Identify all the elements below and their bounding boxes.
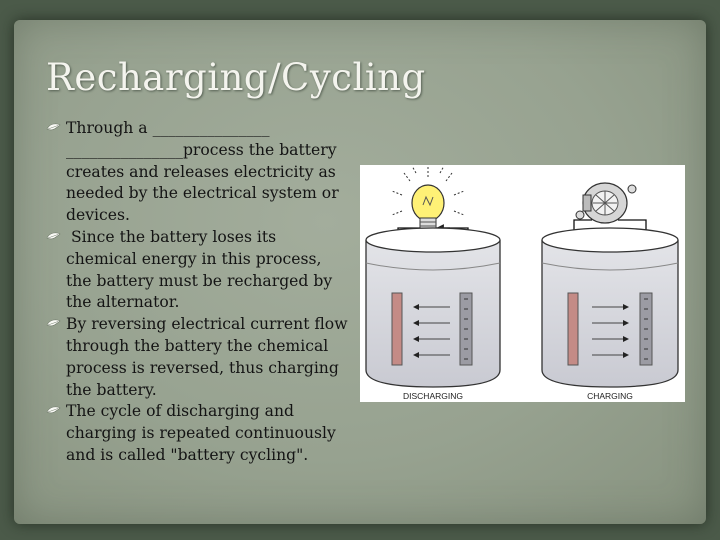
leaf-bullet-icon <box>46 406 61 414</box>
battery-diagram-svg: DISCHARGING <box>365 165 679 401</box>
alternator-icon <box>575 182 637 224</box>
discharging-cell: DISCHARGING <box>365 165 501 401</box>
leaf-bullet-icon <box>46 232 61 240</box>
charging-cell: CHARGING <box>541 182 679 401</box>
light-bulb-icon <box>411 184 445 233</box>
leaf-bullet-icon <box>46 123 61 131</box>
leaf-bullet-icon <box>46 319 61 327</box>
bullet-list: Through a _______________ ______________… <box>46 118 351 467</box>
bullet-item: By reversing electrical current flow thr… <box>46 314 351 401</box>
light-rays <box>391 165 465 216</box>
battery-diagram: DISCHARGING <box>360 165 685 402</box>
bullet-item: The cycle of discharging and charging is… <box>46 401 351 466</box>
discharging-label: DISCHARGING <box>403 391 463 401</box>
bullet-text: Through a _______________ ______________… <box>66 119 339 225</box>
bullet-text: The cycle of discharging and charging is… <box>66 402 336 464</box>
bullet-item: Through a _______________ ______________… <box>46 118 351 227</box>
bullet-text: By reversing electrical current flow thr… <box>66 315 348 399</box>
charging-label: CHARGING <box>587 391 633 401</box>
slide-title: Recharging/Cycling <box>46 56 426 99</box>
bullet-item: Since the battery loses its chemical ene… <box>46 227 351 314</box>
bullet-text: Since the battery loses its chemical ene… <box>66 227 338 312</box>
